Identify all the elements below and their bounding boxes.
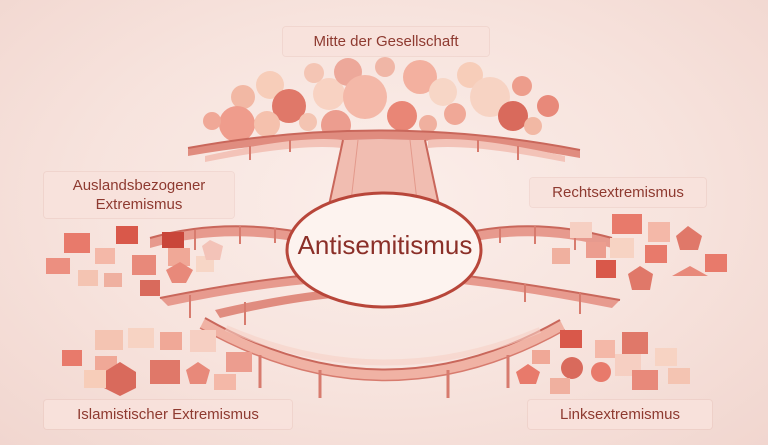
central-road xyxy=(327,139,441,211)
lower-right-bridge xyxy=(462,275,621,314)
lower-left-bridge xyxy=(159,275,332,325)
links-shapes xyxy=(516,330,690,394)
bottom-bridge xyxy=(199,317,566,398)
label-mitte-der-gesellschaft: Mitte der Gesellschaft xyxy=(283,27,489,56)
label-rechts-text: Rechtsextremismus xyxy=(552,184,684,201)
rechts-shapes xyxy=(552,214,727,290)
auslands-shapes xyxy=(46,226,223,296)
label-auslandsbezogener-extremismus: Auslandsbezogener Extremismus xyxy=(44,172,234,218)
label-islamistischer-extremismus: Islamistischer Extremismus xyxy=(44,400,292,429)
label-linksextremismus: Linksextremismus xyxy=(528,400,712,429)
label-auslands-line2: Extremismus xyxy=(95,196,183,213)
islam-shapes xyxy=(62,328,252,396)
society-circles xyxy=(203,57,559,142)
center-label-antisemitismus: Antisemitismus xyxy=(297,230,473,260)
label-mitte-text: Mitte der Gesellschaft xyxy=(313,33,459,50)
label-links-text: Linksextremismus xyxy=(559,406,681,423)
label-rechtsextremismus: Rechtsextremismus xyxy=(530,178,706,207)
label-auslands-line1: Auslandsbezogener xyxy=(72,177,206,194)
label-islam-text: Islamistischer Extremismus xyxy=(77,406,259,423)
central-ellipse xyxy=(285,191,483,309)
top-bridge xyxy=(187,129,581,162)
